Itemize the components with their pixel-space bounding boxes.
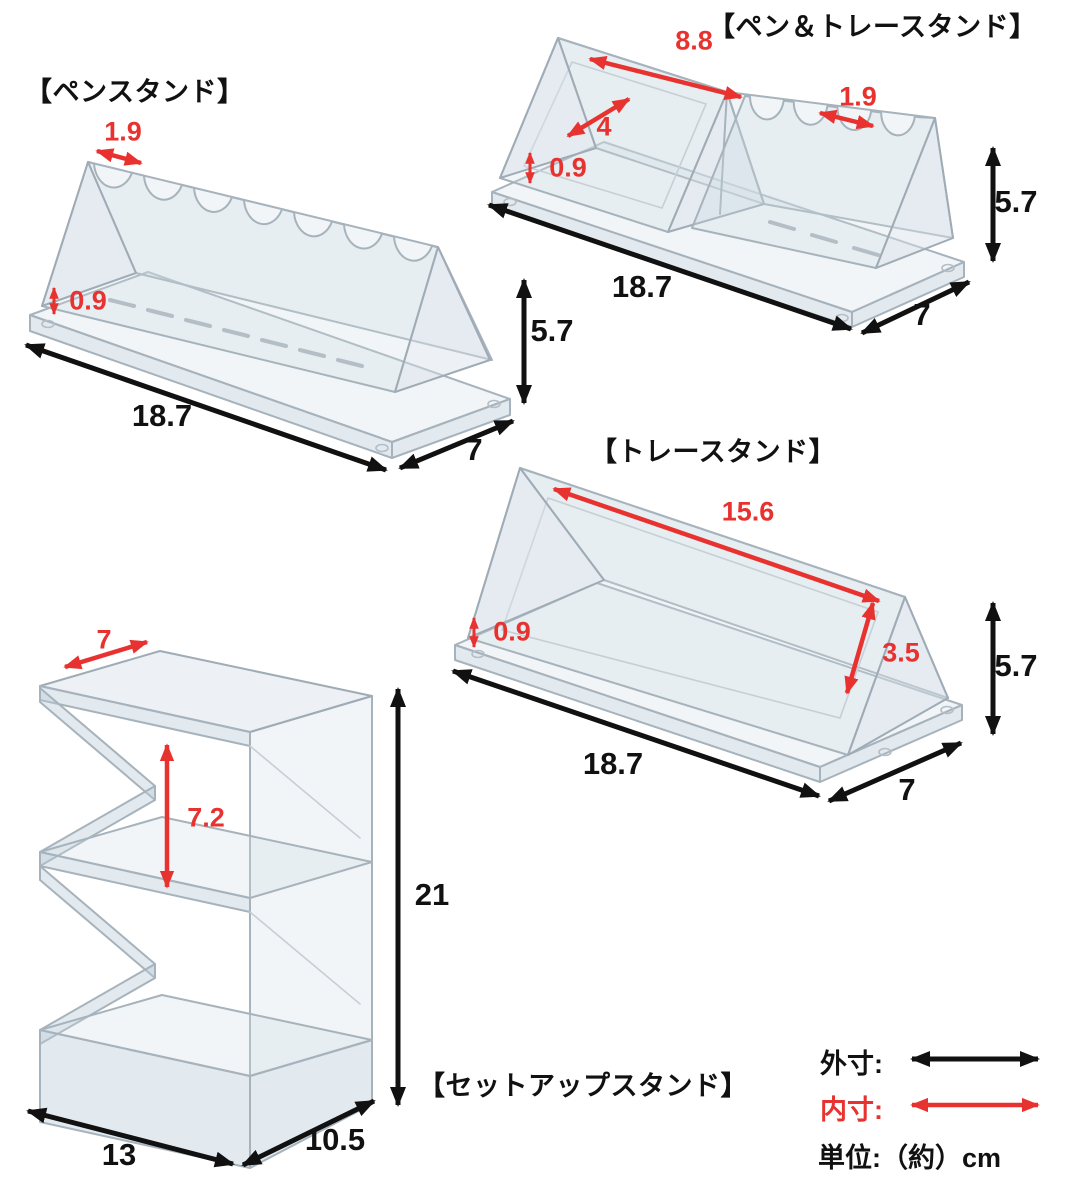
setup-dim-height: 21 — [414, 877, 450, 912]
pen-stand-depth-arrow — [398, 418, 515, 471]
trace-dim-slope-length: 15.6 — [721, 496, 775, 527]
trace-dim-thickness: 0.9 — [493, 616, 531, 647]
legend-inner-label: 内寸: — [820, 1095, 883, 1125]
pen-stand-width-arrow — [24, 342, 388, 473]
setup-shelf-depth-arrow — [63, 639, 149, 670]
pen-stand-dim-notch-width: 1.9 — [104, 116, 142, 147]
pen-trace-dim-width: 18.7 — [611, 269, 673, 304]
pen-stand-title: 【ペンスタンド】 — [25, 77, 245, 107]
pen-stand-notch-width-arrow — [95, 148, 143, 166]
trace-dim-width: 18.7 — [582, 746, 644, 781]
pen-trace-dim-depth: 7 — [913, 297, 931, 332]
setup-dim-width: 13 — [101, 1137, 137, 1172]
pen-trace-notch-width-arrow — [818, 109, 875, 130]
pen-stand-dim-depth: 7 — [465, 432, 483, 467]
trace-slope-depth-arrow — [844, 601, 876, 695]
setup-dim-shelf-pitch: 7.2 — [187, 802, 225, 833]
pen-trace-stand-title: 【ペン＆トレースタンド】 — [708, 12, 1037, 42]
pen-trace-dim-thickness: 0.9 — [549, 152, 587, 183]
setup-stand-drawing — [39, 650, 373, 1169]
trace-depth-arrow — [827, 740, 963, 804]
pen-stand-dim-thickness: 0.9 — [69, 285, 107, 316]
pen-stand-dim-width: 18.7 — [131, 398, 193, 433]
setup-width-arrow — [26, 1107, 235, 1168]
trace-dim-depth: 7 — [898, 772, 916, 807]
pen-trace-tray-depth-arrow — [566, 97, 631, 138]
pen-trace-dim-height: 5.7 — [994, 184, 1038, 219]
trace-stand-drawing — [454, 467, 963, 783]
trace-dim-height: 5.7 — [994, 648, 1038, 683]
setup-stand-title: 【セットアップスタンド】 — [418, 1071, 748, 1101]
trace-slope-length-arrow — [552, 486, 881, 604]
setup-dim-depth: 10.5 — [304, 1122, 366, 1157]
pen-trace-width-arrow — [487, 202, 853, 332]
pen-trace-dim-notch-width: 1.9 — [839, 81, 877, 112]
pen-stand-dim-height: 5.7 — [530, 313, 574, 348]
setup-depth-arrow — [241, 1098, 376, 1168]
pen-trace-dim-tray-width: 8.8 — [675, 25, 713, 56]
trace-stand-title: 【トレースタンド】 — [590, 437, 837, 467]
trace-dim-slope-depth: 3.5 — [882, 637, 920, 668]
trace-width-arrow — [451, 668, 821, 799]
pen-trace-dim-tray-depth: 4 — [596, 111, 612, 142]
setup-dim-shelf-depth: 7 — [96, 624, 112, 655]
legend-unit-label: 単位:（約）cm — [818, 1143, 1002, 1173]
legend-outer-label: 外寸: — [820, 1049, 883, 1079]
pen-trace-depth-arrow — [860, 279, 971, 336]
pen-trace-tray-width-arrow — [588, 55, 743, 101]
